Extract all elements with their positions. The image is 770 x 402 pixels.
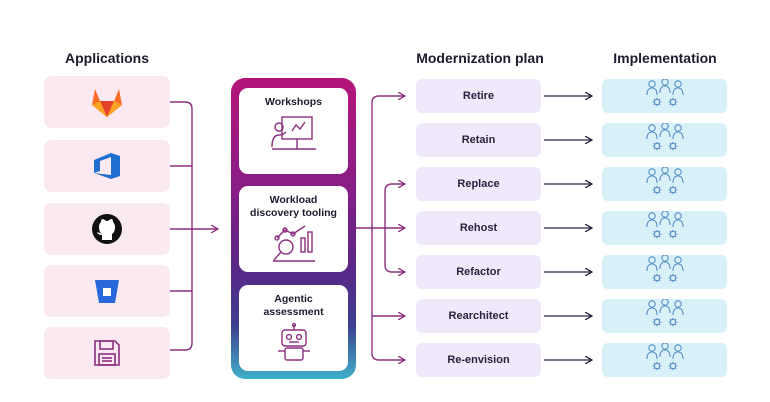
floppy-disk-icon [91, 337, 123, 369]
plan-retain: Retain [416, 123, 541, 157]
implementation-retain [602, 121, 727, 158]
team-gears-icon [642, 165, 688, 202]
implementation-rehost [602, 209, 727, 246]
applications-bracket [170, 101, 218, 351]
team-gears-icon [642, 253, 688, 290]
analytics-magnifier-icon [239, 224, 348, 264]
azure-devops-icon [91, 150, 123, 182]
plan-bracket [348, 96, 405, 360]
implementation-retire [602, 77, 727, 114]
robot-icon [239, 323, 348, 363]
implementation-heading: Implementation [613, 50, 717, 66]
applications-heading: Applications [64, 50, 149, 66]
application-github [44, 203, 170, 255]
application-floppy-disk [44, 327, 170, 379]
plan-retire: Retire [416, 79, 541, 113]
implementation-refactor [602, 253, 727, 290]
team-gears-icon [642, 297, 688, 334]
agentic-assessment-card: Agentic assessment [239, 285, 348, 371]
modernization-plan-heading: Modernization plan [416, 50, 544, 66]
github-icon [91, 213, 123, 245]
application-gitlab [44, 76, 170, 128]
plan-rehost: Rehost [416, 211, 541, 245]
bitbucket-icon [92, 276, 122, 306]
plan-rearchitect: Rearchitect [416, 299, 541, 333]
workshop-presentation-icon [239, 113, 348, 153]
application-azure-devops [44, 140, 170, 192]
agentic-assessment-title: Agentic assessment [263, 293, 324, 318]
implementation-rearchitect [602, 297, 727, 334]
workload-discovery-card: Workload discovery tooling [239, 186, 348, 272]
plan-re-envision: Re-envision [416, 343, 541, 377]
team-gears-icon [642, 121, 688, 158]
plan-refactor: Refactor [416, 255, 541, 289]
team-gears-icon [642, 209, 688, 246]
gitlab-icon [90, 86, 124, 118]
implementation-arrows [544, 96, 592, 360]
implementation-re-envision [602, 341, 727, 378]
workload-discovery-title: Workload discovery tooling [250, 194, 337, 219]
team-gears-icon [642, 341, 688, 378]
implementation-replace [602, 165, 727, 202]
workshops-title: Workshops [265, 96, 322, 108]
application-bitbucket [44, 265, 170, 317]
plan-replace: Replace [416, 167, 541, 201]
team-gears-icon [642, 77, 688, 114]
workshops-card: Workshops [239, 88, 348, 174]
